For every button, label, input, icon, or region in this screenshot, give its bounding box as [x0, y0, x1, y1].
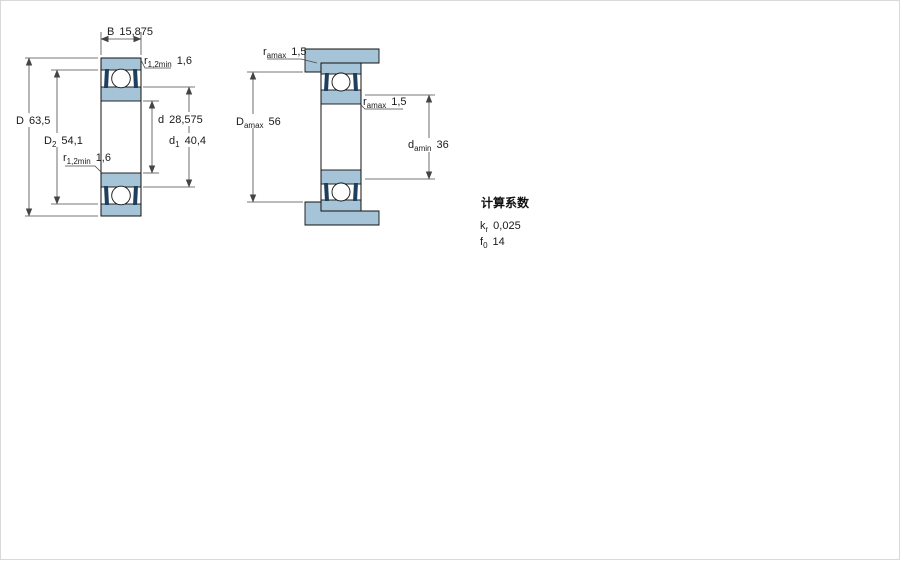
- dim-outer-diameter-D: [25, 57, 98, 217]
- leader-chamfer-top: [140, 59, 171, 69]
- leader-chamfer-bottom: [65, 165, 102, 173]
- shield-top-right: [133, 69, 138, 88]
- shield-top-left: [104, 69, 109, 88]
- shield-bottom-right: [353, 183, 358, 201]
- left-view-bearing-cross-section: [100, 57, 142, 217]
- shield-bottom-right: [133, 186, 138, 205]
- label-bg: [166, 133, 210, 147]
- ball-top: [111, 68, 131, 89]
- shield-top-right: [353, 73, 358, 91]
- shield-bottom-left: [324, 183, 329, 201]
- shield-top-left: [324, 73, 329, 91]
- shield-bottom-left: [104, 186, 109, 205]
- dim-bore-diameter-d: [143, 100, 159, 174]
- dim-width-B: [100, 32, 142, 55]
- outer-ring-top-section: [100, 57, 142, 71]
- outer-ring-bottom-section: [320, 199, 362, 212]
- label-bg: [155, 112, 203, 126]
- label-bg: [41, 133, 93, 147]
- calculation-factors-title: 计算系数: [481, 195, 530, 210]
- dim-shaft-abutment-da: [365, 94, 435, 180]
- label-bg: [13, 113, 55, 127]
- inner-ring-top-section: [320, 89, 362, 105]
- ball-bottom: [331, 182, 351, 202]
- bearing-outline: [320, 62, 362, 212]
- dim-housing-abutment-Da: [247, 71, 303, 203]
- label-bg: [405, 138, 457, 152]
- outer-ring-top-section: [320, 62, 362, 75]
- label-bg: [233, 114, 295, 128]
- inner-ring-top-section: [100, 86, 142, 102]
- leader-housing-fillet: [267, 58, 318, 64]
- ball-bottom: [111, 185, 131, 206]
- inner-ring-bottom-section: [100, 172, 142, 188]
- ball-top: [331, 72, 351, 92]
- right-view-abutment-drawing: [304, 48, 380, 226]
- outer-ring-bottom-section: [100, 203, 142, 217]
- leader-shaft-fillet: [360, 104, 403, 110]
- bearing-outline: [100, 57, 142, 217]
- inner-ring-bottom-section: [320, 169, 362, 185]
